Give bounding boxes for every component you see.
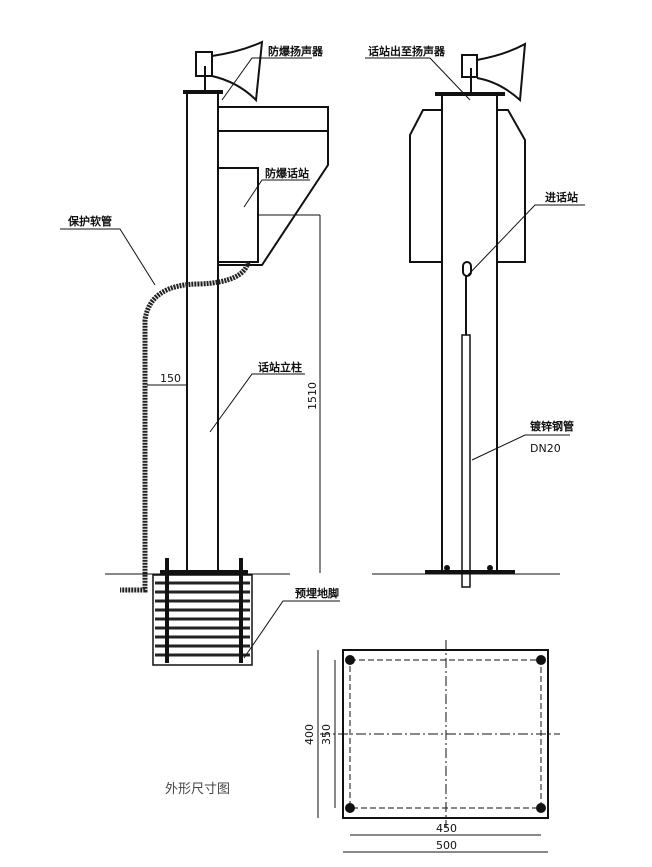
dim-450: 450 [436, 822, 457, 835]
dim-1510: 1510 [306, 382, 319, 410]
station-box [217, 167, 259, 263]
label-anchor: 预埋地脚 [295, 586, 339, 600]
label-speaker: 防爆扬声器 [268, 44, 324, 58]
dim-500: 500 [436, 839, 457, 852]
drawing-caption: 外形尺寸图 [165, 782, 230, 797]
speaker-left [195, 40, 264, 103]
cap-plate [183, 90, 223, 94]
protective-hose [120, 261, 251, 593]
dim-150: 150 [160, 372, 181, 385]
label-into-station: 进话站 [545, 190, 578, 204]
label-to-speaker: 话站出至扬声器 [368, 44, 446, 58]
label-station: 防爆话站 [265, 166, 309, 180]
speaker-right [461, 42, 527, 103]
label-pipe: 镀锌钢管 [530, 419, 574, 433]
foundation [152, 558, 253, 666]
galvanized-pipe [461, 334, 471, 588]
side-view: 150 1510 防爆扬声器 防爆话站 保护软管 话站立柱 预埋地脚 [60, 40, 340, 666]
plan-view: 400 350 450 500 [303, 640, 560, 853]
label-dn20: DN20 [530, 442, 561, 455]
front-view: 话站出至扬声器 进话站 镀锌钢管 DN20 [365, 42, 585, 588]
dim-400: 400 [303, 724, 316, 745]
label-hose: 保护软管 [67, 214, 112, 228]
dim-350: 350 [320, 724, 333, 745]
label-column: 话站立柱 [258, 360, 302, 374]
